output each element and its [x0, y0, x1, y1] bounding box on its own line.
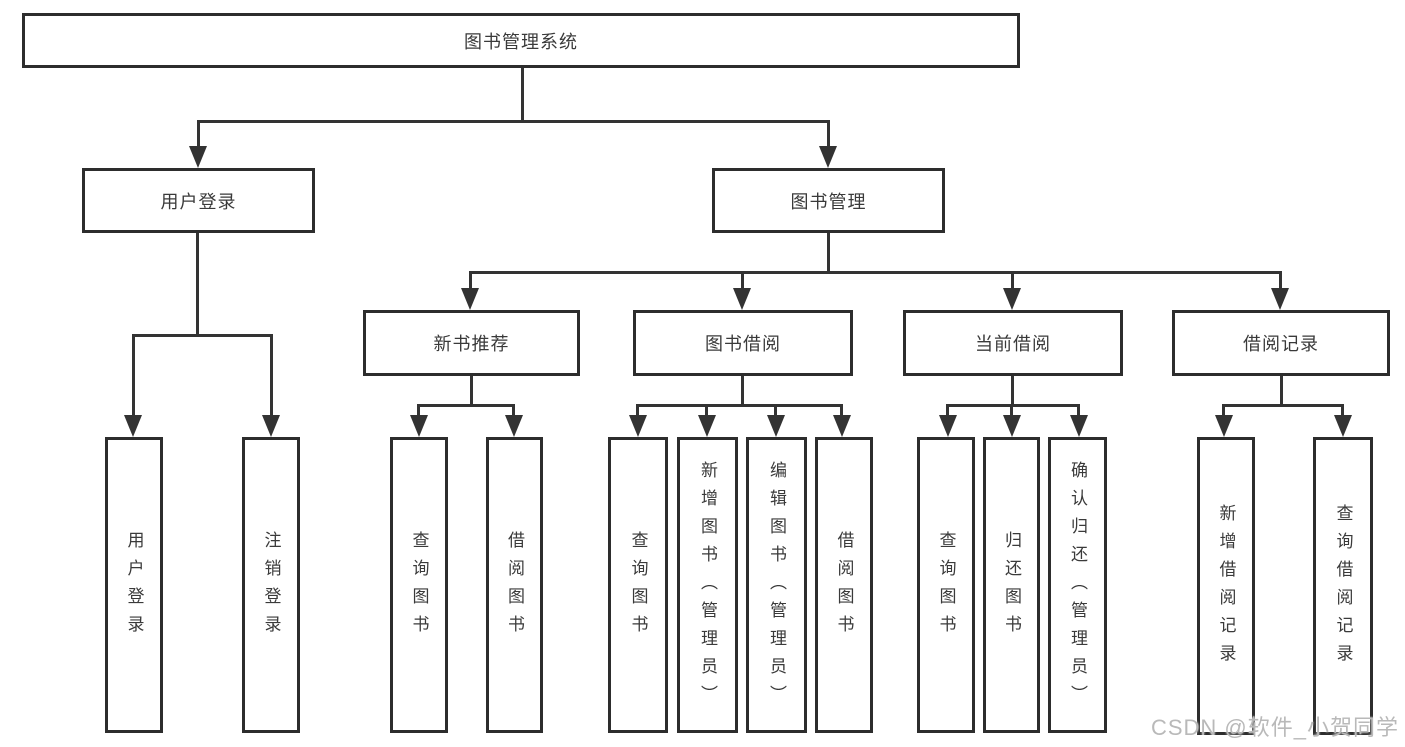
- connector-stem-cb-query: [946, 404, 949, 417]
- node-root-label: 图书管理系统: [464, 31, 578, 52]
- connector-nb-hline: [417, 404, 515, 407]
- connector-bb-hline: [636, 404, 843, 407]
- arrowhead-down-icon: [698, 415, 716, 437]
- connector-stem-leaf-user-login: [132, 334, 135, 417]
- arrowhead-down-icon: [819, 146, 837, 168]
- node-nb-borrow-books-label: 借阅图书: [505, 531, 524, 643]
- arrowhead-down-icon: [410, 415, 428, 437]
- connector-user-login-hline: [132, 334, 273, 337]
- connector-stem-book-management: [827, 120, 830, 150]
- arrowhead-down-icon: [262, 415, 280, 437]
- arrowhead-down-icon: [189, 146, 207, 168]
- node-bb-borrow-books: 借阅图书: [815, 437, 873, 733]
- connector-bb-vline: [741, 376, 744, 406]
- node-cb-confirm-return-label: 确认归还（管理员）: [1068, 461, 1087, 713]
- connector-book-management-vline: [827, 233, 830, 273]
- node-current-borrow: 当前借阅: [903, 310, 1123, 376]
- node-bb-query-books-label: 查询图书: [628, 531, 648, 643]
- arrowhead-down-icon: [505, 415, 523, 437]
- node-cb-return-books: 归还图书: [983, 437, 1040, 733]
- connector-stem-user-login: [197, 120, 200, 150]
- node-book-borrow-label: 图书借阅: [705, 334, 781, 354]
- arrowhead-down-icon: [1271, 288, 1289, 310]
- arrowhead-down-icon: [1070, 415, 1088, 437]
- watermark: CSDN @软件_小贺同学: [1150, 715, 1399, 740]
- node-br-query-record-label: 查询借阅记录: [1333, 504, 1353, 672]
- node-cb-return-books-label: 归还图书: [1002, 531, 1021, 643]
- connector-root-hline: [197, 120, 830, 123]
- node-user-login: 用户登录: [82, 168, 315, 233]
- arrowhead-down-icon: [767, 415, 785, 437]
- connector-stem-bb-query: [636, 404, 639, 417]
- connector-stem-bb-edit: [774, 404, 777, 417]
- connector-user-login-vline: [196, 233, 199, 336]
- connector-stem-br-add: [1222, 404, 1225, 417]
- node-nb-borrow-books: 借阅图书: [486, 437, 543, 733]
- arrowhead-down-icon: [461, 288, 479, 310]
- node-user-login-label: 用户登录: [160, 191, 237, 212]
- connector-cb-hline: [946, 404, 1080, 407]
- node-br-query-record: 查询借阅记录: [1313, 437, 1373, 735]
- node-book-management: 图书管理: [712, 168, 945, 233]
- connector-stem-cb-return: [1010, 404, 1013, 417]
- node-bb-borrow-books-label: 借阅图书: [834, 531, 854, 643]
- arrowhead-down-icon: [939, 415, 957, 437]
- node-bb-edit-books-label: 编辑图书（管理员）: [767, 461, 786, 713]
- connector-stem-bb-add: [705, 404, 708, 417]
- node-bb-query-books: 查询图书: [608, 437, 668, 733]
- node-cb-confirm-return: 确认归还（管理员）: [1048, 437, 1107, 733]
- connector-stem-new-book: [469, 271, 472, 291]
- node-book-borrow: 图书借阅: [633, 310, 853, 376]
- node-nb-query-books-label: 查询图书: [409, 531, 429, 643]
- arrowhead-down-icon: [1334, 415, 1352, 437]
- arrowhead-down-icon: [833, 415, 851, 437]
- arrowhead-down-icon: [124, 415, 142, 437]
- arrowhead-down-icon: [1215, 415, 1233, 437]
- arrowhead-down-icon: [1003, 288, 1021, 310]
- connector-br-hline: [1222, 404, 1344, 407]
- connector-stem-borrow-record: [1279, 271, 1282, 291]
- arrowhead-down-icon: [733, 288, 751, 310]
- node-leaf-user-login-label: 用户登录: [124, 531, 144, 643]
- node-new-book-recommend: 新书推荐: [363, 310, 580, 376]
- connector-stem-nb-query: [417, 404, 420, 417]
- node-current-borrow-label: 当前借阅: [975, 334, 1051, 354]
- connector-stem-cb-confirm: [1077, 404, 1080, 417]
- connector-cb-vline: [1011, 376, 1014, 406]
- node-root: 图书管理系统: [22, 13, 1020, 68]
- node-br-add-record: 新增借阅记录: [1197, 437, 1255, 735]
- node-bb-add-books: 新增图书（管理员）: [677, 437, 738, 733]
- connector-nb-vline: [470, 376, 473, 406]
- node-new-book-recommend-label: 新书推荐: [433, 334, 510, 354]
- node-leaf-logout-login: 注销登录: [242, 437, 300, 733]
- node-book-management-label: 图书管理: [790, 191, 867, 212]
- node-nb-query-books: 查询图书: [390, 437, 448, 733]
- arrowhead-down-icon: [629, 415, 647, 437]
- connector-stem-br-query: [1341, 404, 1344, 417]
- connector-stem-leaf-logout: [270, 334, 273, 417]
- connector-book-management-hline: [469, 271, 1282, 274]
- node-leaf-user-login: 用户登录: [105, 437, 163, 733]
- connector-stem-current-borrow: [1011, 271, 1014, 291]
- node-br-add-record-label: 新增借阅记录: [1216, 504, 1236, 672]
- connector-stem-bb-borrow: [840, 404, 843, 417]
- connector-root-vline: [521, 68, 524, 122]
- node-borrow-record: 借阅记录: [1172, 310, 1390, 376]
- connector-stem-book-borrow: [741, 271, 744, 291]
- node-bb-add-books-label: 新增图书（管理员）: [698, 461, 717, 713]
- node-leaf-logout-login-label: 注销登录: [261, 531, 281, 643]
- node-bb-edit-books: 编辑图书（管理员）: [746, 437, 807, 733]
- node-borrow-record-label: 借阅记录: [1243, 334, 1319, 354]
- node-cb-query-books-label: 查询图书: [936, 531, 956, 643]
- node-cb-query-books: 查询图书: [917, 437, 975, 733]
- connector-stem-nb-borrow: [512, 404, 515, 417]
- connector-br-vline: [1280, 376, 1283, 406]
- arrowhead-down-icon: [1003, 415, 1021, 437]
